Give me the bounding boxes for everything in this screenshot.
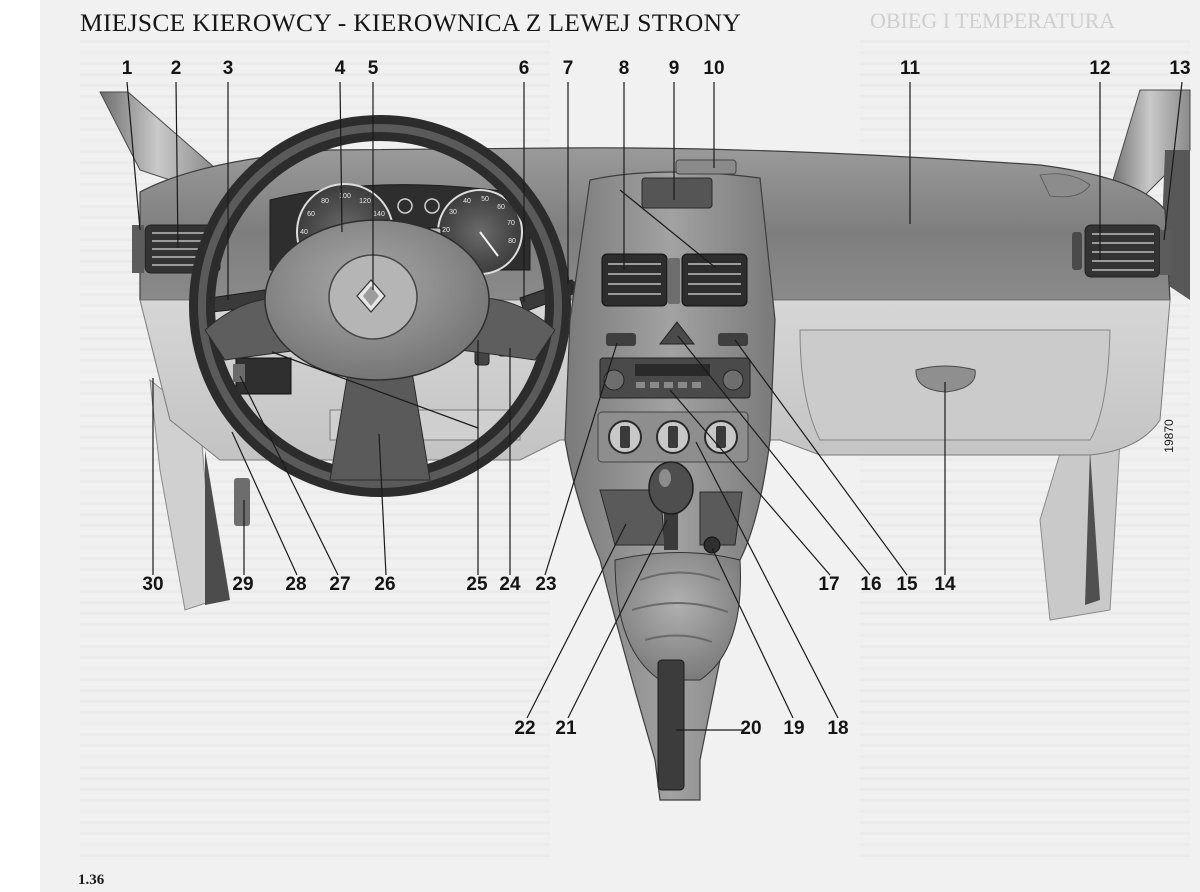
callout-17: 17 xyxy=(818,574,840,595)
svg-text:80: 80 xyxy=(508,238,516,245)
page-margin xyxy=(0,0,40,892)
hazard-switch xyxy=(658,321,696,345)
svg-text:70: 70 xyxy=(507,220,515,227)
callout-24: 24 xyxy=(499,574,521,595)
cigarette-lighter xyxy=(703,536,721,554)
svg-text:40: 40 xyxy=(300,229,308,236)
callout-15: 15 xyxy=(896,574,918,595)
callout-14: 14 xyxy=(934,574,956,595)
handbrake-lever xyxy=(657,659,685,791)
callout-27: 27 xyxy=(329,574,351,595)
callout-20: 20 xyxy=(740,718,762,739)
callout-2: 2 xyxy=(170,58,182,79)
door-lock-switch xyxy=(606,333,636,346)
callout-3: 3 xyxy=(222,58,234,79)
clock-display xyxy=(641,177,713,209)
callout-5: 5 xyxy=(367,58,379,79)
callout-29: 29 xyxy=(232,574,254,595)
speaker-grille xyxy=(1039,173,1091,198)
callout-16: 16 xyxy=(860,574,882,595)
steering-wheel xyxy=(189,115,571,497)
svg-text:50: 50 xyxy=(481,196,489,203)
centre-console xyxy=(564,159,776,801)
callout-9: 9 xyxy=(668,58,680,79)
callout-26: 26 xyxy=(374,574,396,595)
page-title: MIEJSCE KIEROWCY - KIEROWNICA Z LEWEJ ST… xyxy=(80,8,742,37)
callout-7: 7 xyxy=(562,58,574,79)
right-a-pillar xyxy=(1039,89,1191,621)
callout-8: 8 xyxy=(618,58,630,79)
heater-controls xyxy=(597,411,749,463)
svg-text:120: 120 xyxy=(359,198,371,205)
svg-text:60: 60 xyxy=(307,211,315,218)
sunlight-sensor xyxy=(675,159,737,175)
right-side-vent xyxy=(1072,224,1172,278)
callout-11: 11 xyxy=(899,58,921,79)
callout-12: 12 xyxy=(1089,58,1111,79)
callout-23: 23 xyxy=(535,574,557,595)
heated-screen-switch xyxy=(718,333,748,346)
callout-18: 18 xyxy=(827,718,849,739)
callout-4: 4 xyxy=(334,58,346,79)
glovebox-handle xyxy=(915,365,976,393)
svg-text:20: 20 xyxy=(442,227,450,234)
callout-30: 30 xyxy=(142,574,164,595)
callout-21: 21 xyxy=(555,718,577,739)
svg-text:140: 140 xyxy=(373,211,385,218)
svg-text:30: 30 xyxy=(449,209,457,216)
door-handle xyxy=(234,478,250,526)
callout-28: 28 xyxy=(285,574,307,595)
gear-boot xyxy=(614,552,741,681)
callout-6: 6 xyxy=(518,58,530,79)
callout-13: 13 xyxy=(1169,58,1191,79)
svg-text:60: 60 xyxy=(497,204,505,211)
show-through-heading: OBIEG I TEMPERATURA xyxy=(870,8,1116,33)
centre-vents xyxy=(601,253,748,307)
callout-25: 25 xyxy=(466,574,488,595)
figure-reference-code: 19870 xyxy=(1162,419,1176,453)
leader-lines xyxy=(126,81,1183,731)
svg-text:100: 100 xyxy=(339,193,351,200)
callout-1: 1 xyxy=(121,58,133,79)
page-number: 1.36 xyxy=(78,872,105,888)
callout-19: 19 xyxy=(783,718,805,739)
svg-text:40: 40 xyxy=(463,198,471,205)
gear-knob xyxy=(648,461,694,515)
callout-22: 22 xyxy=(514,718,536,739)
light-switch-panel xyxy=(235,357,292,395)
callout-10: 10 xyxy=(703,58,725,79)
svg-text:80: 80 xyxy=(321,198,329,205)
